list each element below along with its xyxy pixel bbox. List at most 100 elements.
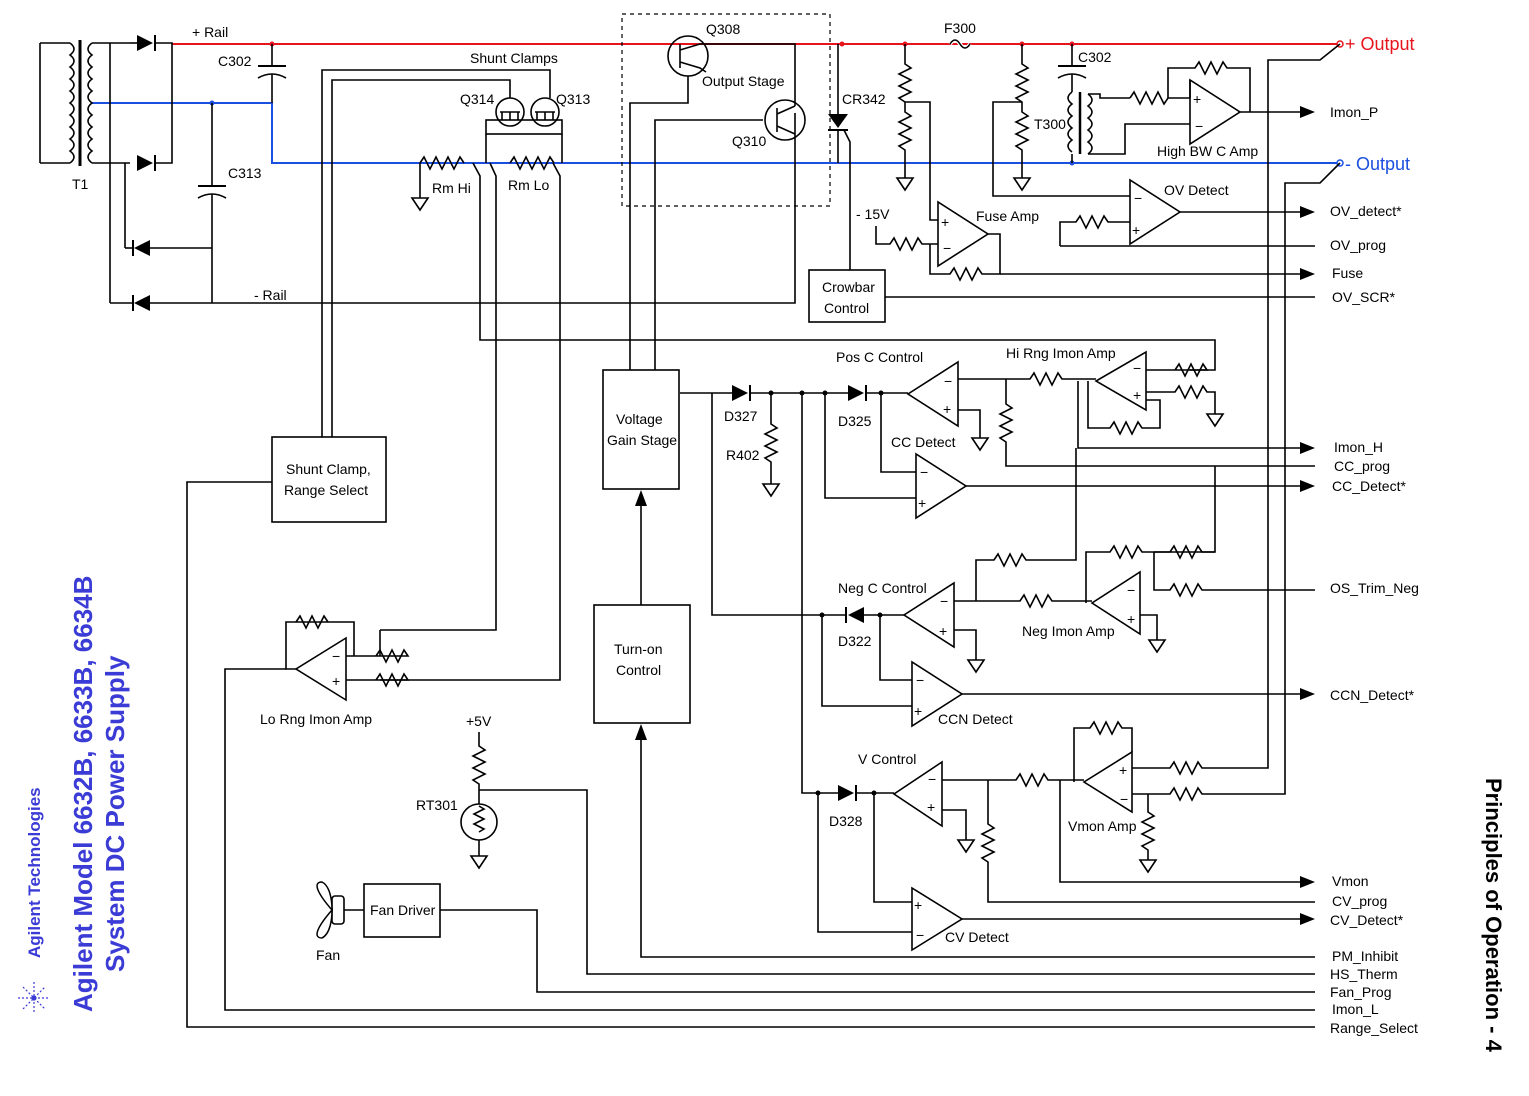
product-line: System DC Power Supply xyxy=(100,655,130,972)
turn-on-control: Turn-on Control xyxy=(593,604,1315,958)
f300-label: F300 xyxy=(944,20,976,36)
signal-os-trim-neg: OS_Trim_Neg xyxy=(1330,580,1419,596)
cc-detect-label: CC Detect xyxy=(891,434,956,450)
svg-text:−: − xyxy=(928,771,936,787)
t300-label: T300 xyxy=(1034,116,1066,132)
cv-detect-label: CV Detect xyxy=(945,929,1009,945)
plus-output-label: + Output xyxy=(1345,34,1415,54)
svg-text:+: + xyxy=(927,799,935,815)
crowbar-control-line2: Control xyxy=(824,300,869,316)
d325-label: D325 xyxy=(838,413,872,429)
c313-label: C313 xyxy=(228,165,262,181)
voltage-gain-stage: Voltage Gain Stage xyxy=(602,369,680,605)
section-title: Principles of Operation - 4 xyxy=(1481,778,1506,1053)
crowbar-control-line1: Crowbar xyxy=(822,279,875,295)
fuse-amp-label: Fuse Amp xyxy=(976,208,1039,224)
svg-text:−: − xyxy=(916,672,924,688)
minus-rail-line xyxy=(92,100,1344,167)
fan-driver-label: Fan Driver xyxy=(370,902,436,918)
signal-fan-prog: Fan_Prog xyxy=(1330,984,1391,1000)
r402-label: R402 xyxy=(726,447,760,463)
cv-detect: + − CV Detect xyxy=(817,793,1315,952)
signal-ov-scr: OV_SCR* xyxy=(1332,289,1396,305)
thermistor-rt301: +5V RT301 xyxy=(416,713,1315,975)
high-bw-c-amp-label: High BW C Amp xyxy=(1157,143,1258,159)
crowbar-cr342: CR342 Crowbar Control xyxy=(808,44,886,323)
t1-label: T1 xyxy=(72,176,89,192)
rt301-label: RT301 xyxy=(416,797,458,813)
high-bw-c-amp: + − High BW C Amp xyxy=(1129,60,1315,159)
voltage-gain-line1: Voltage xyxy=(616,411,663,427)
svg-text:−: − xyxy=(944,373,952,389)
output-stage: Q308 Output Stage Q310 xyxy=(621,13,831,370)
shunt-clamp-range-select: Shunt Clamp, Range Select xyxy=(186,436,1315,1028)
fan-label: Fan xyxy=(316,947,340,963)
capacitor-c302-left: C302 xyxy=(218,44,287,103)
svg-text:−: − xyxy=(1134,190,1142,206)
d328-label: D328 xyxy=(829,813,863,829)
capacitor-c313: C313 xyxy=(197,103,262,303)
ccn-detect-label: CCN Detect xyxy=(938,711,1013,727)
svg-text:+: + xyxy=(1132,222,1140,238)
svg-text:−: − xyxy=(332,648,340,664)
hi-rng-imon-amp: − + Hi Rng Imon Amp xyxy=(958,345,1315,467)
output-terminals: + Output - Output xyxy=(1345,34,1415,174)
vmon-amp: + − Vmon Amp xyxy=(942,43,1341,903)
shunt-clamp-line2: Range Select xyxy=(284,482,368,498)
signal-pm-inhibit: PM_Inhibit xyxy=(1332,948,1398,964)
q314-label: Q314 xyxy=(460,91,494,107)
minus-rail-label: - Rail xyxy=(254,287,287,303)
svg-text:−: − xyxy=(1195,118,1203,134)
svg-text:−: − xyxy=(940,593,948,609)
voltage-gain-line2: Gain Stage xyxy=(607,432,677,448)
vmon-amp-label: Vmon Amp xyxy=(1068,818,1137,834)
svg-text:+: + xyxy=(914,897,922,913)
pos-diode-chain: D327 R402 D325 xyxy=(680,385,908,498)
signal-labels: Imon_P OV_detect* OV_prog Fuse OV_SCR* I… xyxy=(1330,104,1419,1036)
minus-output-label: - Output xyxy=(1345,154,1410,174)
q308-label: Q308 xyxy=(706,21,740,37)
cc-detect: − + CC Detect xyxy=(824,393,1315,520)
signal-range-select: Range_Select xyxy=(1330,1020,1418,1036)
plus-5v-label: +5V xyxy=(466,713,492,729)
turn-on-line1: Turn-on xyxy=(614,641,663,657)
transformer-t300: T300 C302 xyxy=(992,44,1190,197)
c302-left-label: C302 xyxy=(218,53,252,69)
shunt-clamps-label: Shunt Clamps xyxy=(470,50,558,66)
ccn-detect: − + CCN Detect xyxy=(821,615,1315,728)
neg-imon-amp-label: Neg Imon Amp xyxy=(1022,623,1115,639)
pos-c-control: − + Pos C Control xyxy=(836,349,990,452)
c302-right-label: C302 xyxy=(1078,49,1112,65)
q313-label: Q313 xyxy=(556,91,590,107)
svg-text:+: + xyxy=(939,623,947,639)
q310-label: Q310 xyxy=(732,133,766,149)
svg-text:−: − xyxy=(1127,582,1135,598)
fuse-amp: + − Fuse Amp - 15V xyxy=(856,200,1315,282)
fan-icon: Fan xyxy=(316,881,345,963)
svg-text:−: − xyxy=(943,240,951,256)
lo-rng-imon-amp: − + Lo Rng Imon Amp xyxy=(224,614,1315,1011)
signal-cc-detect: CC_Detect* xyxy=(1332,478,1406,494)
neg-imon-amp: − + Neg Imon Amp xyxy=(954,448,1315,654)
signal-imon-l: Imon_L xyxy=(1332,1001,1379,1017)
svg-text:+: + xyxy=(918,495,926,511)
hi-rng-imon-amp-label: Hi Rng Imon Amp xyxy=(1006,345,1116,361)
neg-c-control-label: Neg C Control xyxy=(838,580,927,596)
neg-c-control: − + Neg C Control D322 xyxy=(711,393,986,674)
signal-cv-detect: CV_Detect* xyxy=(1330,912,1404,928)
fuse-f300: F300 xyxy=(944,20,976,50)
signal-ov-prog: OV_prog xyxy=(1330,237,1386,253)
pos-c-control-label: Pos C Control xyxy=(836,349,923,365)
signal-cv-prog: CV_prog xyxy=(1332,893,1387,909)
shunt-clamp-line1: Shunt Clamp, xyxy=(286,461,371,477)
svg-text:+: + xyxy=(943,401,951,417)
d327-label: D327 xyxy=(724,408,758,424)
fan-driver: Fan Driver xyxy=(344,883,1315,993)
signal-imon-h: Imon_H xyxy=(1334,439,1383,455)
ov-detect: − + OV Detect xyxy=(1059,178,1315,247)
agilent-spark-logo xyxy=(18,982,50,1014)
signal-vmon: Vmon xyxy=(1332,873,1369,889)
cr342-label: CR342 xyxy=(842,91,886,107)
output-stage-label: Output Stage xyxy=(702,73,785,89)
